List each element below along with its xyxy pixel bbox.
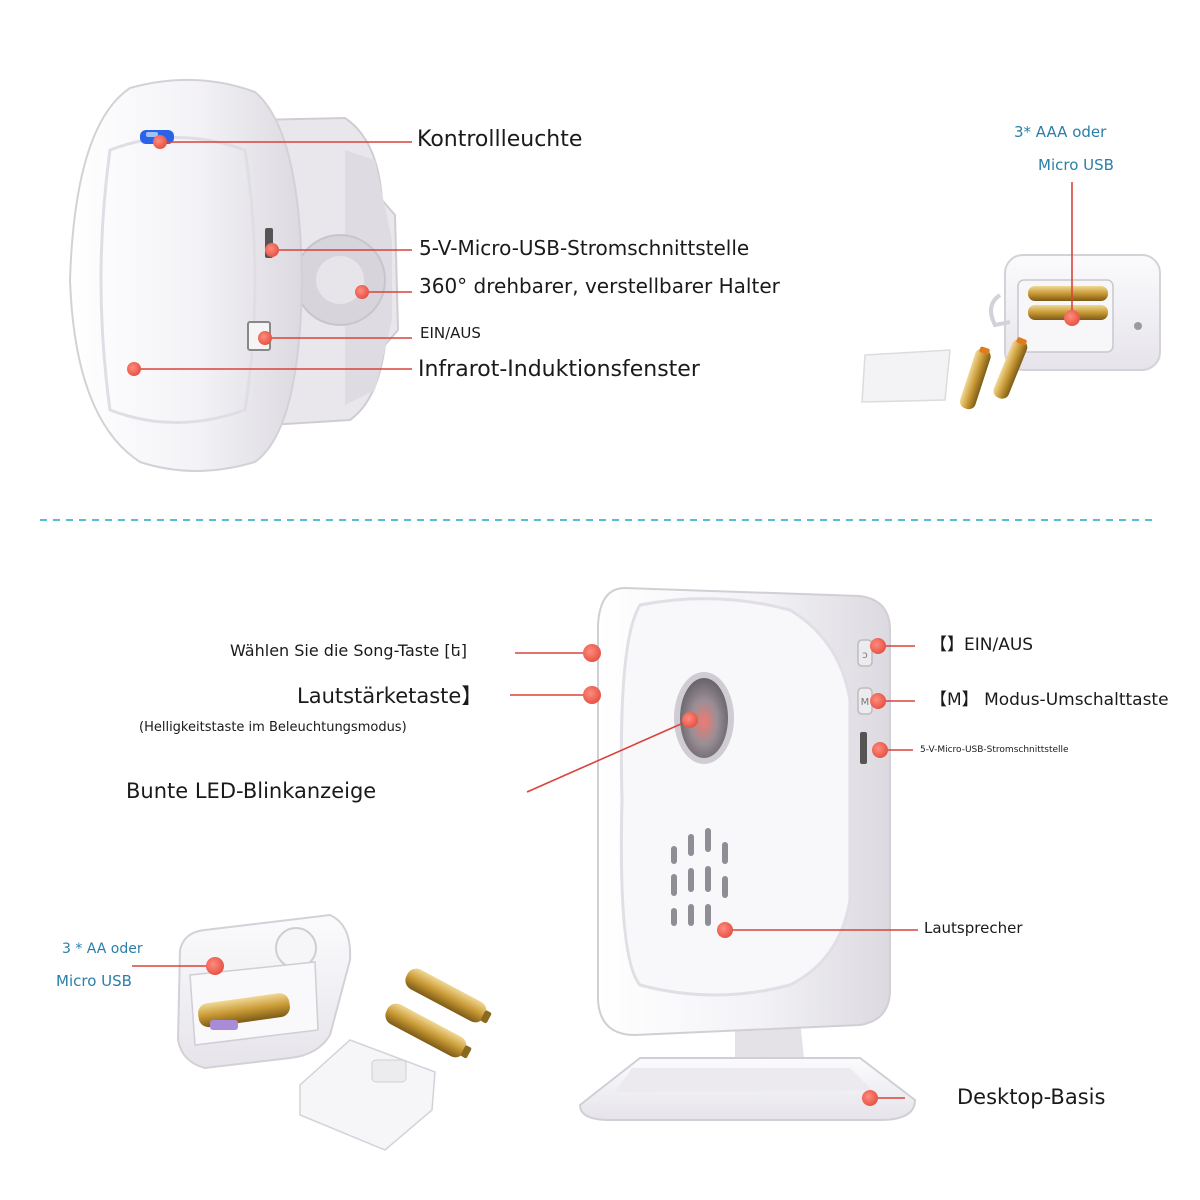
aaa-battery-icon — [1028, 286, 1108, 301]
callout-dot-icon — [872, 742, 888, 758]
label-receiver-usb-port: 5-V-Micro-USB-Stromschnittstelle — [920, 745, 1069, 755]
callout-dot-icon — [583, 686, 601, 704]
aa-battery-icon — [405, 968, 487, 1023]
callout-dot-icon — [127, 362, 141, 376]
receiver-leader-lines — [510, 645, 918, 1099]
receiver-stand-neck — [735, 1020, 805, 1068]
sensor-body — [68, 78, 304, 472]
receiver-front-panel — [619, 597, 852, 997]
receiver-device: ↄ M — [578, 586, 917, 1121]
label-bracket: 360° drehbarer, verstellbarer Halter — [419, 274, 780, 298]
callout-dot-icon — [153, 135, 167, 149]
callout-dot-icon — [258, 331, 272, 345]
aa-battery-compartment — [176, 913, 492, 1151]
led-indicator-icon — [680, 678, 728, 758]
callout-dot-icon — [355, 285, 369, 299]
battery-cover — [861, 349, 951, 403]
callout-dot-icon — [265, 243, 279, 257]
aaa-battery-icon — [993, 339, 1028, 399]
label-volume-button: Lautstärketaste】 — [297, 684, 483, 708]
sensor-leader-lines — [134, 141, 412, 370]
callout-dot-icon — [206, 957, 224, 975]
callout-dot-icon — [870, 693, 886, 709]
power-button-icon — [857, 639, 873, 667]
mode-button-mark: M — [861, 697, 870, 708]
label-infrared-window: Infrarot-Induktionsfenster — [418, 357, 700, 382]
callout-dot-icon — [717, 922, 733, 938]
label-mode-button: 【M】 Modus-Umschalttaste — [930, 690, 1169, 710]
callout-dot-icon — [862, 1090, 878, 1106]
sensor-callout-dots — [127, 135, 369, 376]
label-usb-port: 5-V-Micro-USB-Stromschnittstelle — [419, 236, 750, 260]
label-on-off: EIN/AUS — [420, 324, 481, 342]
label-led-indicator: Bunte LED-Blinkanzeige — [126, 779, 377, 803]
aa-battery-icon — [385, 1003, 467, 1058]
callout-dot-icon — [682, 712, 698, 728]
label-aaa-line1: 3* AAA oder — [1014, 123, 1107, 141]
receiver-callout-dots — [583, 638, 888, 1106]
label-volume-note: (Helligkeitstaste im Beleuchtungsmodus) — [139, 720, 407, 735]
callout-dot-icon — [1064, 310, 1080, 326]
sensor-lens-frame — [99, 136, 257, 424]
leader-led — [526, 719, 691, 793]
label-aa-line2: Micro USB — [56, 972, 132, 990]
label-power-switch: 【】EIN/AUS — [930, 635, 1034, 655]
aaa-battery-icon — [959, 348, 991, 410]
aaa-battery-compartment — [861, 254, 1161, 410]
motion-sensor-device — [68, 78, 400, 472]
label-desktop-base: Desktop-Basis — [957, 1085, 1106, 1109]
aa-battery-icon — [198, 993, 290, 1028]
label-song-button: Wählen Sie die Song-Taste [ե] — [230, 641, 467, 660]
label-aa-line1: 3 * AA oder — [62, 941, 143, 957]
label-speaker: Lautsprecher — [924, 919, 1023, 937]
callout-dot-icon — [583, 644, 601, 662]
callout-dot-icon — [870, 638, 886, 654]
usb-port-icon — [860, 732, 867, 764]
label-indicator-light: Kontrollleuchte — [417, 127, 583, 152]
battery-cover — [299, 1039, 436, 1151]
speaker-grille-icon — [671, 828, 728, 926]
label-aaa-line2: Micro USB — [1038, 156, 1114, 174]
power-button-mark: ↄ — [862, 650, 868, 661]
swivel-joint-center — [316, 256, 364, 304]
